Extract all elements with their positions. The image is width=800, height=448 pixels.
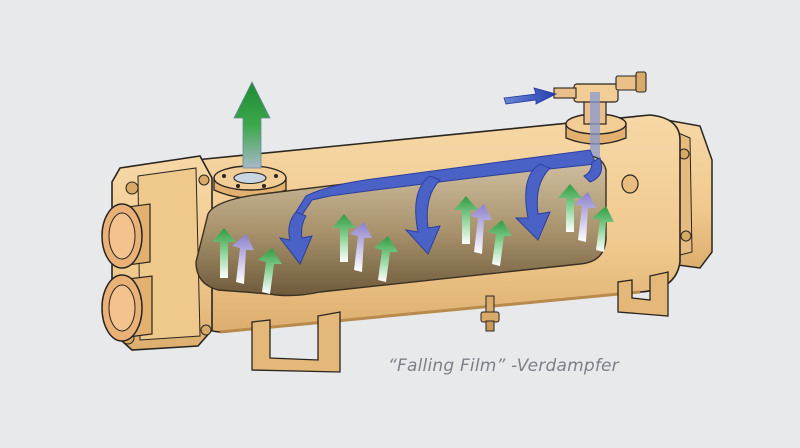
blue-right-arrow-icon — [503, 87, 558, 105]
falling-film-flow — [278, 149, 603, 265]
vapor-outlet-flange — [213, 165, 287, 199]
water-nozzle-upper — [101, 203, 151, 269]
vapor-arrows-group-1 — [212, 228, 282, 294]
diagram-caption: “Falling Film” -Verdampfer — [388, 356, 619, 376]
drain-valve — [480, 295, 500, 332]
green-up-arrow-icon — [233, 81, 271, 169]
vapor-arrows-group-3 — [454, 196, 512, 266]
vapor-arrows-group-2 — [332, 214, 398, 282]
refrigerant-inlet-assembly — [553, 71, 647, 162]
vapor-arrows-group-4 — [558, 184, 614, 252]
shell-port — [621, 174, 639, 194]
water-nozzle-lower — [101, 274, 153, 342]
support-legs — [251, 271, 669, 373]
